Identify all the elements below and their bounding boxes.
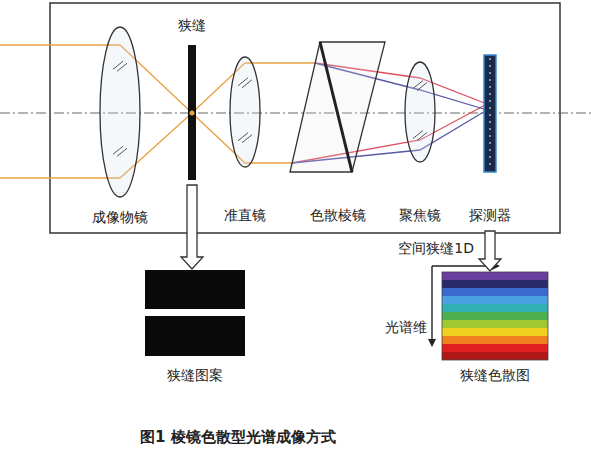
component-label: 成像物镜 [92, 208, 148, 226]
focusing-lens: 聚焦镜 [395, 60, 445, 228]
slit-outline [172, 16, 212, 182]
spectral-axis-label: 光谱维 [385, 318, 427, 336]
imaging-objective-lens: 成像物镜 [78, 25, 162, 228]
detector-outline [465, 53, 515, 228]
component-label: 色散棱镜 [310, 206, 366, 224]
instrument-housing [50, 3, 560, 233]
light-rays [0, 45, 315, 178]
focusing-lens-outline [395, 60, 445, 228]
component-label: 狭缝 [178, 16, 206, 34]
spatial-axis-label: 空间狭缝1D [398, 239, 474, 257]
component-label: 狭缝图案 [167, 366, 223, 384]
component-label: 聚焦镜 [399, 206, 441, 224]
dispersion-prism-outline [286, 40, 390, 228]
optical-axis [0, 113, 591, 114]
slit: 狭缝 [172, 16, 212, 182]
detector: 探测器 [465, 53, 515, 228]
slit-dispersion-image: 狭缝色散图 [435, 272, 555, 388]
hollow-arrow [181, 185, 203, 269]
collimator-lens-outline [217, 55, 273, 228]
component-label: 探测器 [469, 206, 511, 224]
imaging-objective-lens-outline [78, 25, 162, 228]
dispersion-prism: 色散棱镜 [286, 40, 390, 228]
collimator-lens: 准直镜 [217, 55, 273, 228]
hollow-arrow [479, 231, 501, 271]
component-label: 准直镜 [224, 206, 266, 224]
component-label: 狭缝色散图 [460, 366, 530, 384]
slit-pattern-image: 狭缝图案 [140, 270, 250, 388]
figure-caption: 图1 棱镜色散型光谱成像方式 [140, 427, 336, 447]
